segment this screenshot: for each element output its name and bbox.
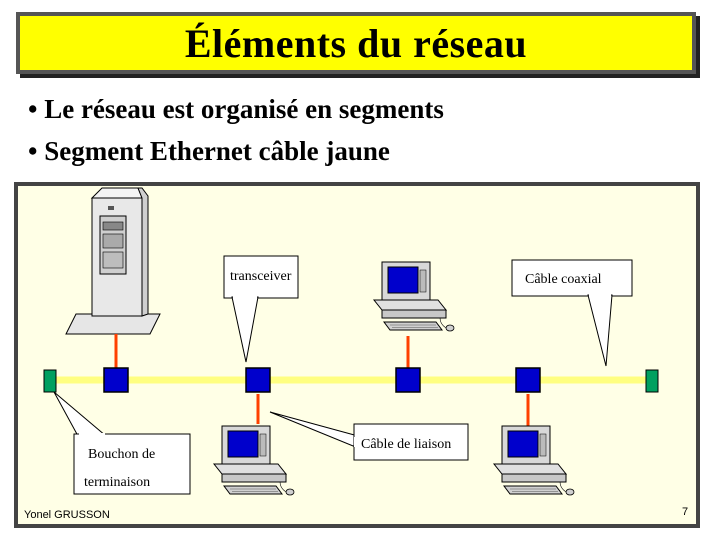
page-number: 7 xyxy=(682,506,689,518)
callout-terminator: Bouchon de terminaison xyxy=(53,391,191,495)
server-tower xyxy=(65,187,161,335)
network-diagram-svg: transceiver Câble coaxial Câble de liais… xyxy=(43,187,659,496)
workstation-top xyxy=(373,261,455,332)
transceiver-4 xyxy=(515,367,541,393)
label-terminator-line2: terminaison xyxy=(84,475,150,490)
terminator-right xyxy=(645,369,659,393)
transceiver-2 xyxy=(245,367,271,393)
drop-cables xyxy=(114,334,530,426)
transceiver-3 xyxy=(395,367,421,393)
bullet-ethernet: • Segment Ethernet câble jaune xyxy=(28,136,390,166)
page-title: Éléments du réseau xyxy=(184,20,528,66)
label-liaison: Câble de liaison xyxy=(361,437,451,452)
label-transceiver: transceiver xyxy=(230,269,292,284)
workstation-bottom-right xyxy=(493,425,575,496)
terminator-left xyxy=(43,369,57,393)
title-banner: Éléments du réseau xyxy=(16,12,696,74)
label-coax: Câble coaxial xyxy=(525,272,602,287)
label-terminator-line1: Bouchon de xyxy=(88,447,155,462)
transceiver-1 xyxy=(103,367,129,393)
callout-transceiver: transceiver xyxy=(223,255,299,363)
callout-liaison: Câble de liaison xyxy=(269,411,469,461)
workstation-bottom-left xyxy=(213,425,295,496)
network-diagram: transceiver Câble coaxial Câble de liais… xyxy=(14,182,700,528)
callout-coax: Câble coaxial xyxy=(511,259,633,367)
footer-author: Yonel GRUSSON xyxy=(24,509,110,521)
bullet-segments: • Le réseau est organisé en segments xyxy=(28,94,444,124)
